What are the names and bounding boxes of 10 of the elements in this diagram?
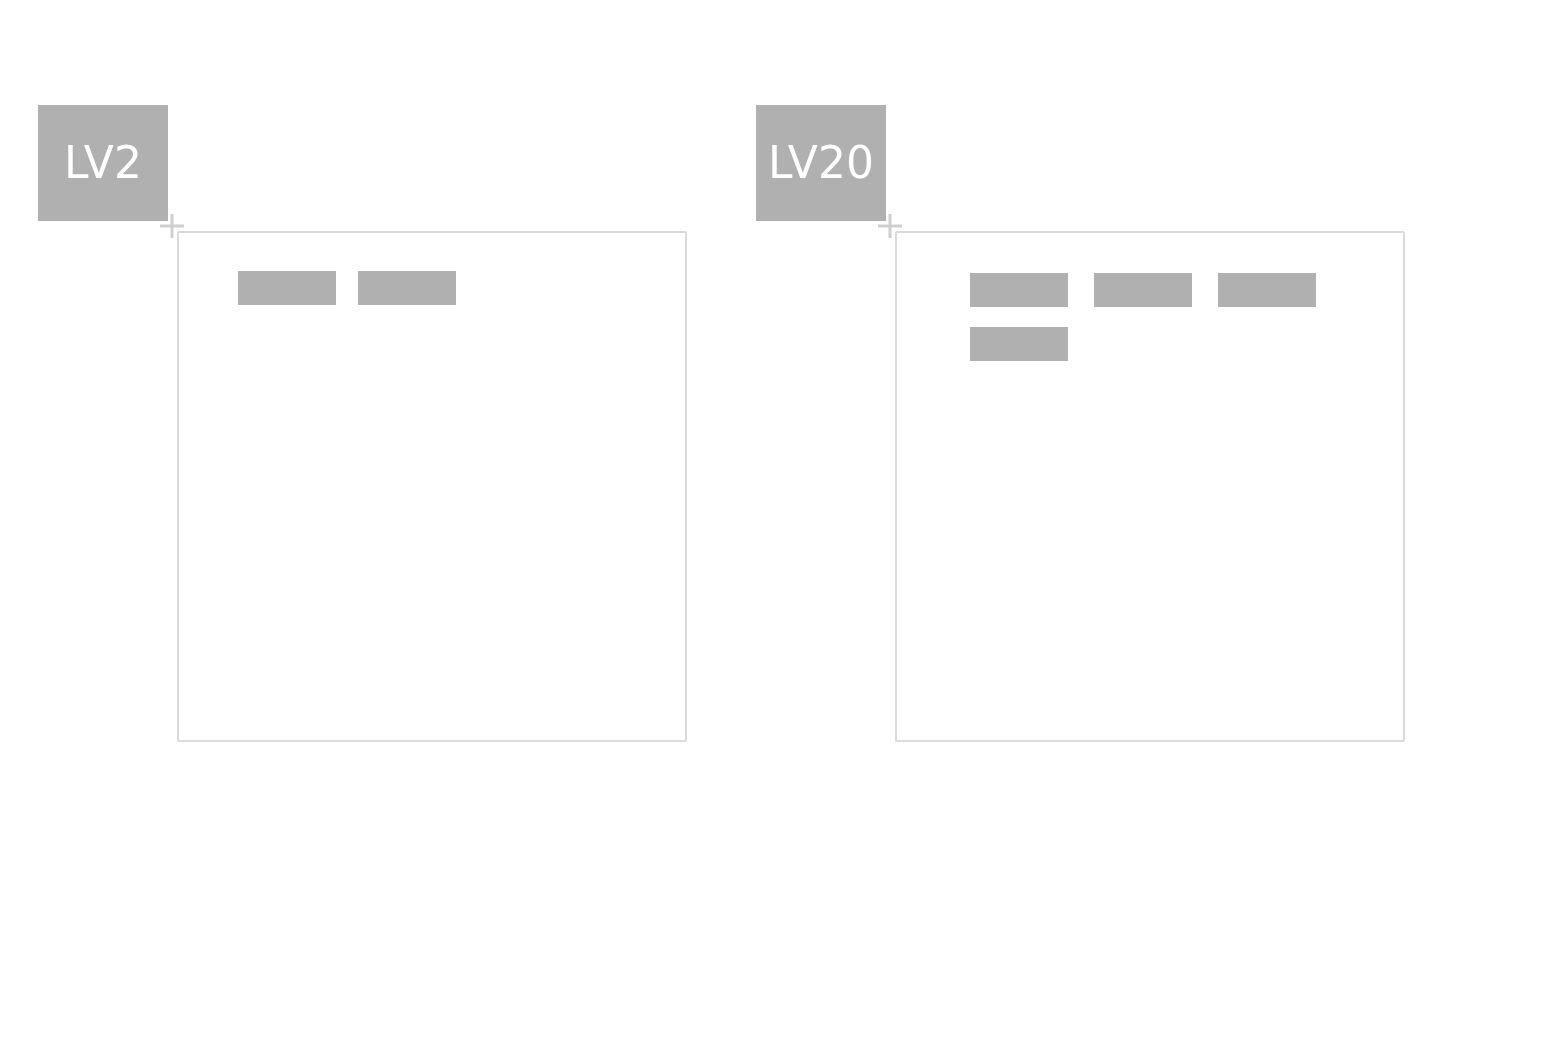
panel-frame <box>895 231 1405 742</box>
label-tile: LV2 <box>38 105 168 221</box>
placeholder-bar <box>970 273 1068 307</box>
placeholder-bar <box>1094 273 1192 307</box>
placeholder-bar <box>358 271 456 305</box>
placeholder-bar <box>238 271 336 305</box>
placeholder-bar <box>1218 273 1316 307</box>
panel-frame <box>177 231 687 742</box>
label-tile: LV20 <box>756 105 886 221</box>
placeholder-bar <box>970 327 1068 361</box>
